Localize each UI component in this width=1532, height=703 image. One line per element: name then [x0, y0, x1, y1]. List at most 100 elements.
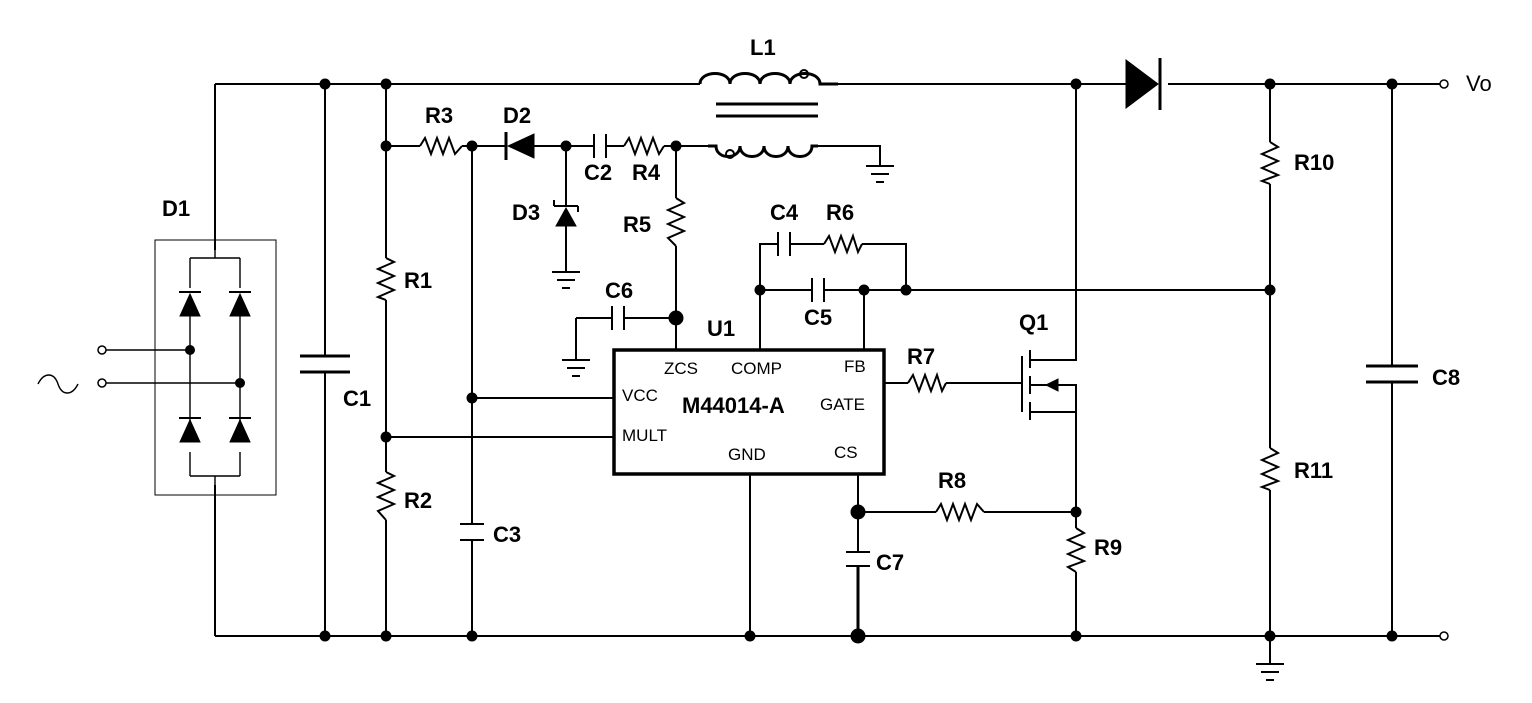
zener-diode-d3: [553, 196, 579, 227]
label-d3: D3: [512, 200, 540, 225]
resistor-r3: [419, 135, 463, 157]
label-r2: R2: [404, 488, 432, 513]
junction: [319, 630, 331, 642]
wire-aux-gnd: [818, 145, 881, 166]
wire-q1-drain: [1036, 84, 1077, 361]
wire-comp-c4: [759, 243, 778, 350]
label-c3: C3: [493, 522, 521, 547]
resistor-r5: [665, 197, 687, 247]
wires: [214, 83, 1438, 664]
pin-label-mult: MULT: [622, 426, 667, 445]
capacitor-c6: [611, 306, 625, 330]
capacitor-c5: [811, 278, 825, 302]
capacitor-c8: [1366, 364, 1418, 384]
output-terminal-negative: [1439, 631, 1449, 641]
bridge-rectifier-d1: [154, 239, 277, 496]
junction: [1264, 630, 1276, 642]
ground-symbol: [552, 271, 580, 289]
wire-q1-source: [1036, 411, 1077, 528]
polarity-dot: [725, 149, 735, 159]
pin-label-gate: GATE: [820, 395, 865, 414]
junction: [1070, 630, 1082, 642]
capacitor-c2: [593, 134, 607, 158]
pin-label-comp: COMP: [731, 359, 782, 378]
label-r9: R9: [1094, 535, 1122, 560]
ground-symbol: [866, 165, 894, 183]
capacitor-c7: [846, 551, 870, 567]
output-terminal-positive: [1439, 79, 1449, 89]
label-r11: R11: [1294, 458, 1333, 483]
junction: [1264, 78, 1276, 90]
ic-part-number: M44014-A: [682, 393, 785, 418]
capacitor-c3: [460, 523, 484, 541]
pin-label-zcs: ZCS: [664, 359, 698, 378]
ic-u1: ZCS COMP FB VCC GATE MULT GND CS M44014-…: [612, 348, 886, 476]
label-u1: U1: [707, 316, 735, 341]
label-r10: R10: [1294, 150, 1334, 175]
label-c2: C2: [584, 160, 612, 185]
junction: [560, 140, 572, 152]
label-c7: C7: [876, 550, 904, 575]
label-c4: C4: [770, 200, 799, 225]
label-r1: R1: [404, 268, 432, 293]
junction: [185, 345, 195, 355]
junction: [466, 140, 478, 152]
label-r4: R4: [632, 160, 661, 185]
polarity-dot: [799, 69, 809, 79]
label-r6: R6: [826, 200, 854, 225]
label-r5: R5: [623, 212, 651, 237]
junction: [1070, 78, 1082, 90]
junction: [380, 431, 392, 443]
ac-source-icon: [37, 374, 79, 394]
label-r7: R7: [907, 344, 935, 369]
pin-label-gnd: GND: [728, 445, 766, 464]
capacitor-c1: [300, 354, 350, 374]
junction: [744, 630, 756, 642]
bridge-diode: [229, 291, 251, 317]
resistor-r2: [375, 471, 397, 521]
output-terminals: Vo: [1392, 71, 1492, 641]
diode-d2: [494, 132, 550, 160]
resistor-r7: [907, 371, 947, 394]
junction: [380, 140, 392, 152]
bridge-outline: [154, 239, 277, 496]
bridge-diode: [179, 417, 201, 443]
label-q1: Q1: [1019, 310, 1048, 335]
junction: [1070, 506, 1082, 518]
resistor-r4: [623, 135, 665, 157]
label-c6: C6: [605, 278, 633, 303]
ground-symbol: [562, 359, 590, 377]
junction: [850, 504, 866, 520]
resistor-r1: [375, 257, 397, 301]
junction: [858, 284, 870, 296]
junction: [466, 630, 478, 642]
ac-input: [37, 345, 240, 394]
pin-label-vcc: VCC: [622, 386, 658, 405]
resistor-r11: [1259, 447, 1281, 491]
junction: [319, 78, 331, 90]
junction: [466, 392, 478, 404]
junction: [380, 78, 392, 90]
label-l1: L1: [750, 35, 776, 60]
junction: [668, 310, 684, 326]
ic-body: [612, 348, 886, 476]
junction: [754, 284, 766, 296]
wire-r6-fb: [862, 243, 907, 290]
label-r3: R3: [425, 103, 453, 128]
pin-label-cs: CS: [834, 443, 858, 462]
label-d2: D2: [503, 103, 531, 128]
bridge-diode: [229, 417, 251, 443]
resistor-r6: [823, 232, 863, 255]
junction: [235, 378, 245, 388]
label-c8: C8: [1432, 365, 1460, 390]
junction: [670, 140, 682, 152]
label-c5: C5: [804, 305, 832, 330]
ground-symbol: [1256, 663, 1284, 681]
junction: [1264, 284, 1276, 296]
label-r8: R8: [938, 468, 966, 493]
junction: [380, 630, 392, 642]
label-d1: D1: [162, 196, 190, 221]
junctions: [319, 78, 1398, 644]
output-voltage-label: Vo: [1466, 71, 1492, 96]
